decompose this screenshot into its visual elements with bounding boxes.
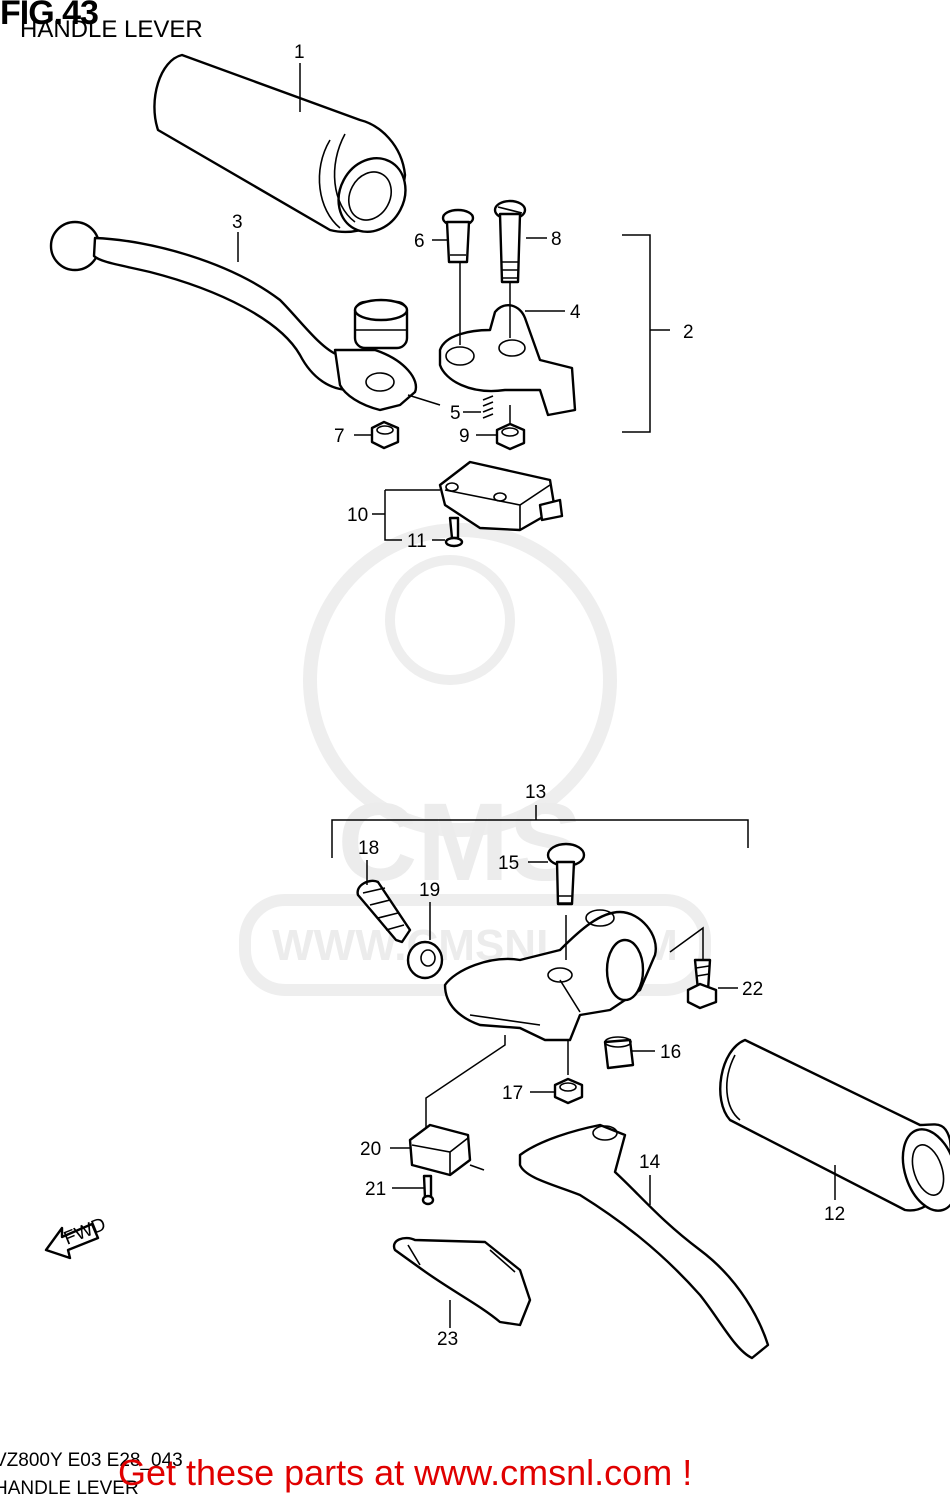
part-7-nut bbox=[370, 420, 400, 450]
callout-11: 11 bbox=[407, 531, 427, 552]
figure-subtitle: HANDLE LEVER bbox=[20, 16, 203, 43]
callout-4: 4 bbox=[570, 302, 581, 323]
part-11-screw bbox=[444, 516, 464, 548]
callout-9: 9 bbox=[459, 426, 470, 447]
part-20-clutch-switch bbox=[408, 1123, 485, 1177]
part-16-collar bbox=[603, 1036, 635, 1070]
callout-1: 1 bbox=[294, 42, 305, 63]
callout-17: 17 bbox=[502, 1083, 523, 1104]
arrow-left-icon bbox=[44, 1222, 100, 1260]
part-22-bolt bbox=[686, 958, 718, 1010]
callout-21: 21 bbox=[365, 1179, 386, 1200]
callout-23: 23 bbox=[437, 1329, 458, 1350]
callout-10: 10 bbox=[347, 505, 368, 526]
callout-18: 18 bbox=[358, 838, 379, 859]
part-17-nut bbox=[553, 1077, 584, 1105]
callout-14: 14 bbox=[639, 1152, 661, 1173]
figure-title: FIG.43 bbox=[0, 0, 99, 32]
part-9-nut bbox=[495, 422, 526, 451]
cta-link[interactable]: Get these parts at www.cmsnl.com ! bbox=[118, 1452, 693, 1493]
callout-8: 8 bbox=[551, 229, 562, 250]
leader-lines bbox=[237, 63, 836, 1328]
callout-labels: 1 2 3 4 5 6 7 8 9 10 11 12 13 14 15 16 1… bbox=[232, 42, 845, 1350]
footer-section-name: HANDLE LEVER bbox=[0, 1478, 139, 1499]
part-15-pivot-bolt bbox=[546, 842, 586, 906]
part-10-brake-switch bbox=[438, 460, 564, 532]
callout-2: 2 bbox=[683, 322, 694, 343]
part-5-spring bbox=[482, 395, 494, 419]
callout-22: 22 bbox=[742, 979, 763, 1000]
footer-model-code: VZ800Y E03 E28_043 bbox=[0, 1450, 183, 1471]
callout-12: 12 bbox=[824, 1204, 845, 1225]
part-1-left-grip bbox=[153, 53, 407, 233]
fwd-direction-marker: FWD bbox=[44, 1214, 109, 1260]
master-cylinder-cap bbox=[353, 298, 409, 350]
callout-16: 16 bbox=[660, 1042, 681, 1063]
part-13-clutch-holder bbox=[443, 909, 657, 1042]
part-19-locknut bbox=[406, 940, 444, 980]
part-18-adjuster bbox=[356, 879, 412, 944]
part-4-lever-bracket bbox=[438, 304, 577, 417]
part-14-clutch-lever bbox=[518, 1123, 770, 1360]
part-3-brake-lever bbox=[49, 220, 418, 412]
callout-5: 5 bbox=[450, 403, 461, 424]
callout-19: 19 bbox=[419, 880, 440, 901]
callout-3: 3 bbox=[232, 212, 243, 233]
callout-20: 20 bbox=[360, 1139, 381, 1160]
part-8-screw bbox=[493, 199, 527, 284]
callout-15: 15 bbox=[498, 853, 519, 874]
part-23-lever-cover bbox=[392, 1236, 532, 1327]
part-21-screw bbox=[421, 1174, 435, 1206]
part-12-throttle-grip bbox=[719, 1038, 950, 1212]
part-6-pivot-bolt bbox=[441, 208, 475, 264]
callout-13: 13 bbox=[525, 782, 546, 803]
callout-7: 7 bbox=[334, 426, 345, 447]
group-brackets bbox=[331, 234, 749, 858]
callout-6: 6 bbox=[414, 231, 425, 252]
